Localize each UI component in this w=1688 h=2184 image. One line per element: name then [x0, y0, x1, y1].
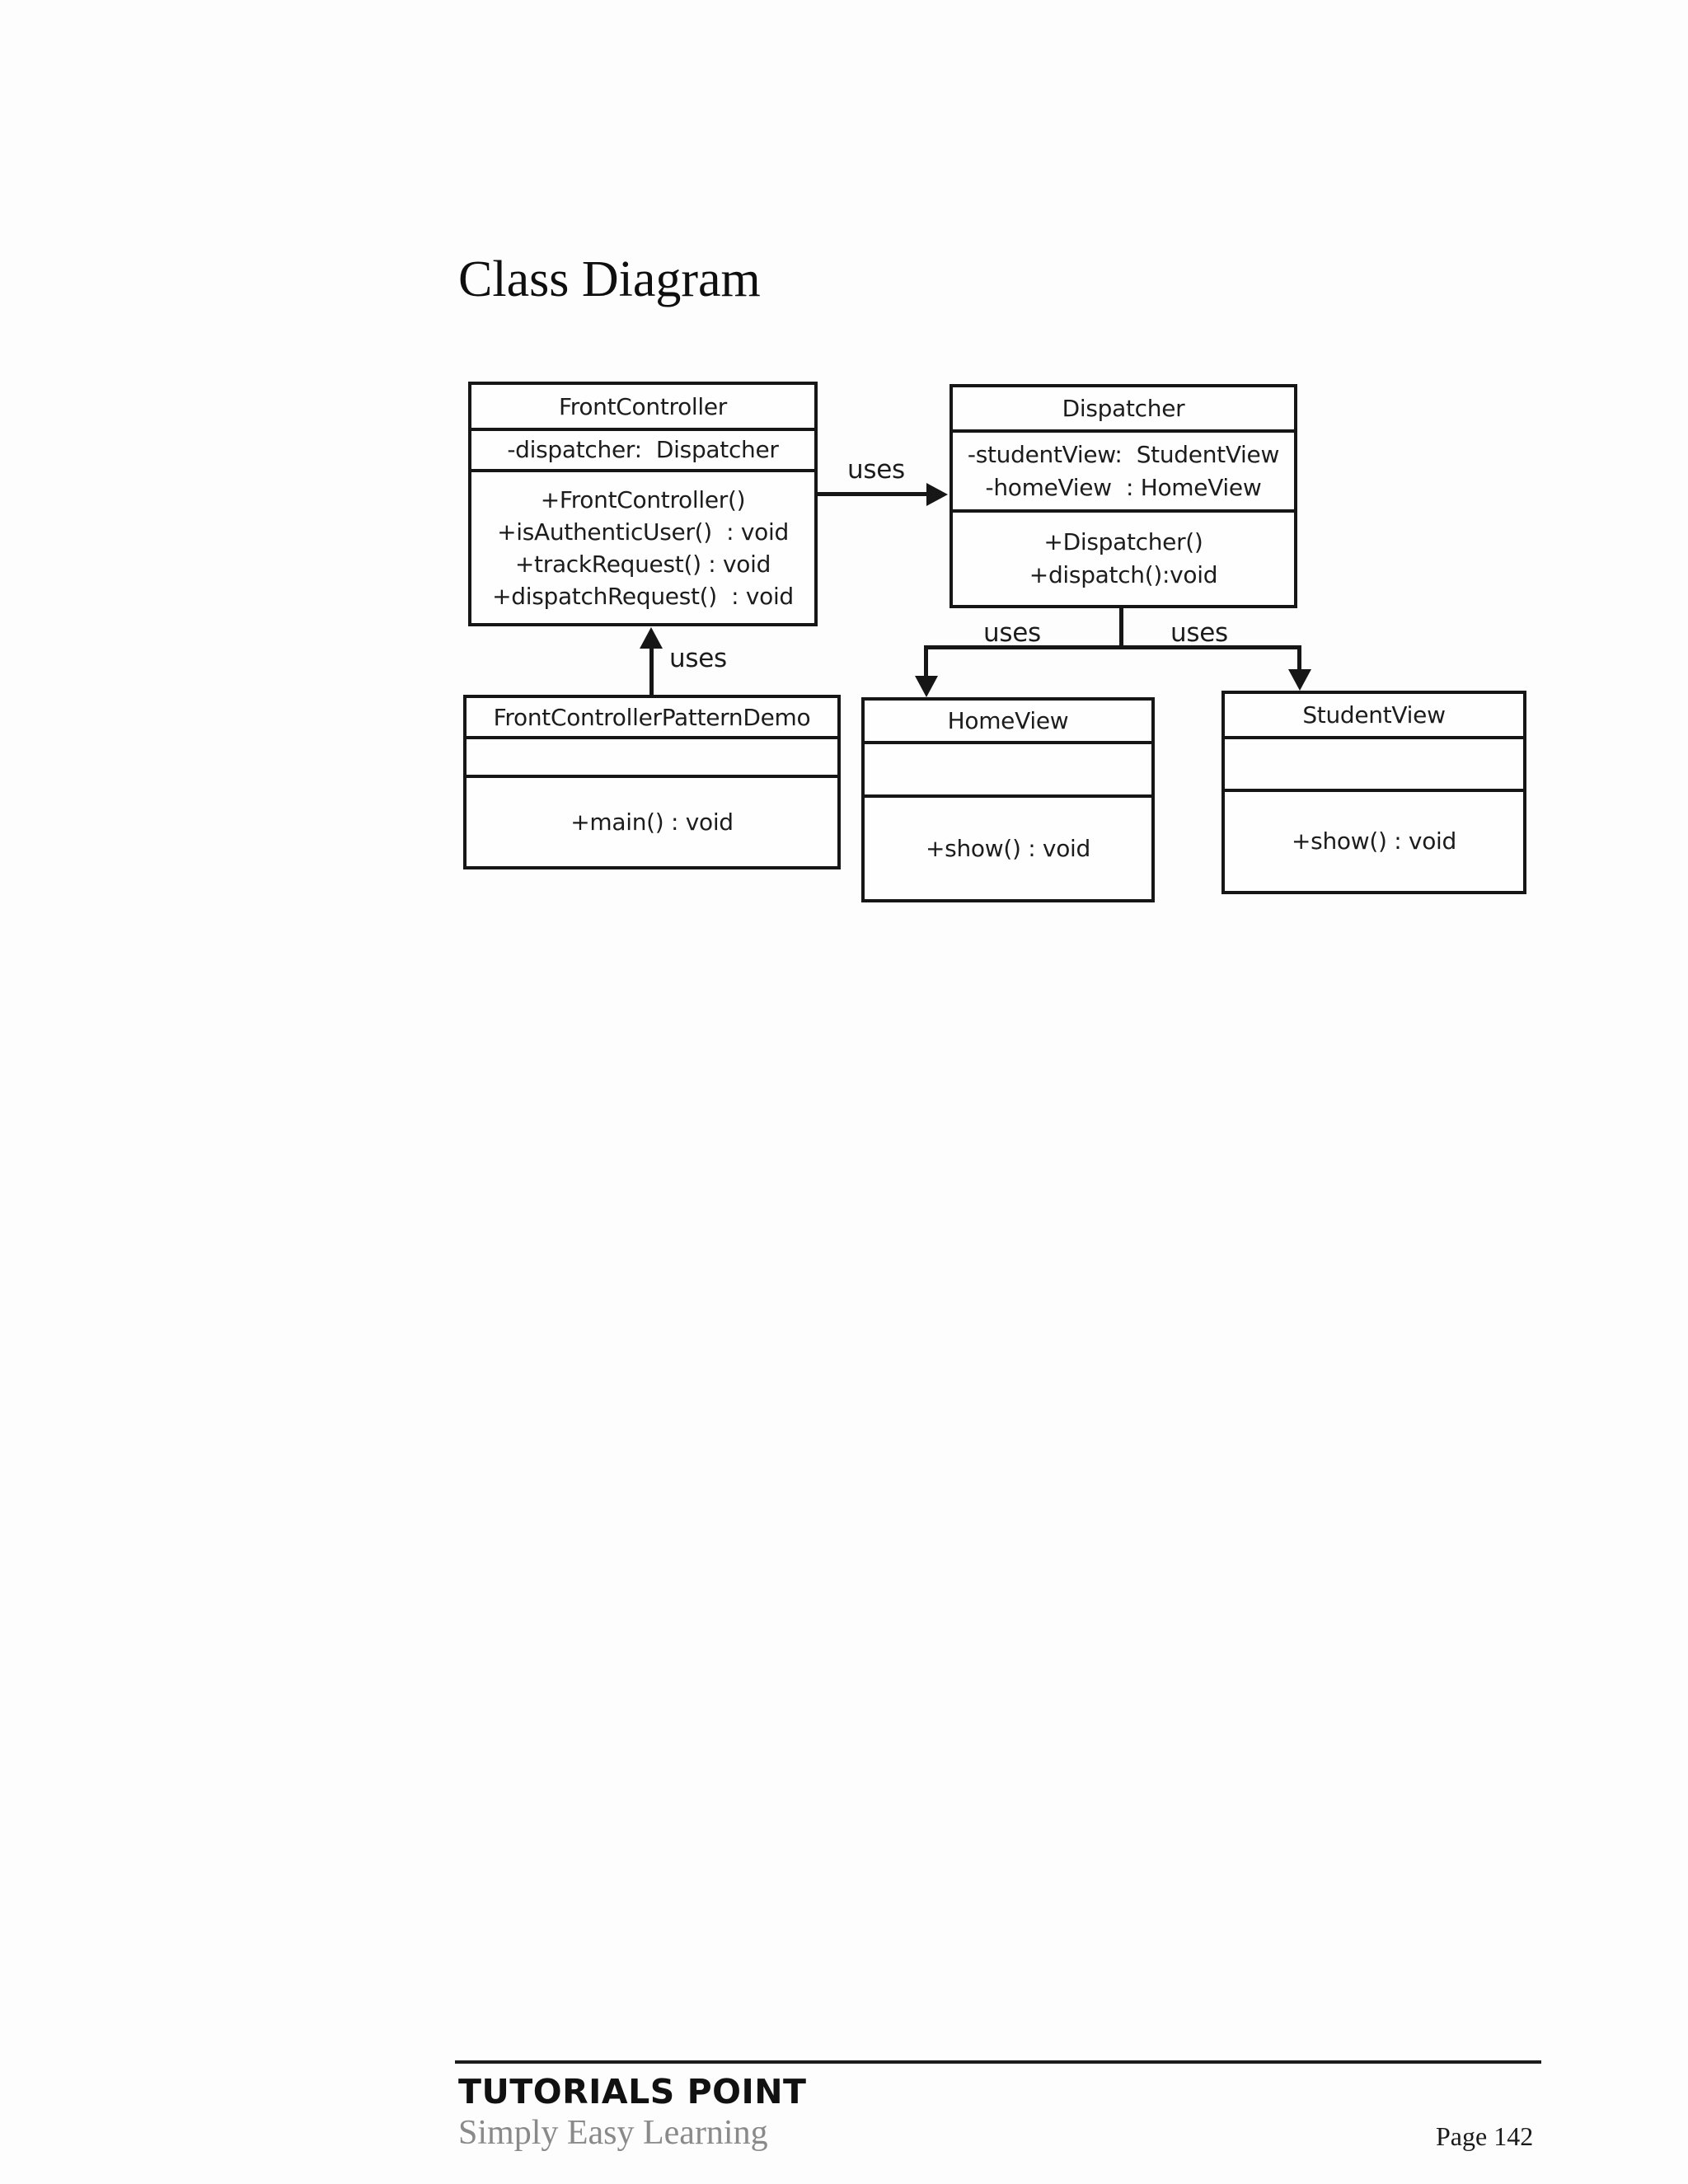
arrowhead-down-icon	[1288, 669, 1311, 691]
method-line: +dispatch():void	[1029, 561, 1218, 588]
attributes-compartment: -dispatcher: Dispatcher	[471, 431, 814, 472]
footer-divider	[455, 2060, 1541, 2064]
footer-brand: TUTORIALS POINT	[458, 2072, 807, 2111]
method-line: +Dispatcher()	[1043, 528, 1203, 555]
footer-page-number: Page 142	[1436, 2121, 1534, 2151]
connector-dispatcher-branch	[924, 645, 1301, 649]
methods-compartment: +show() : void	[1225, 792, 1523, 891]
class-name-label: StudentView	[1225, 694, 1523, 739]
page-title: Class Diagram	[458, 251, 761, 307]
attribute-line: -dispatcher: Dispatcher	[507, 436, 779, 463]
class-dispatcher: Dispatcher -studentView: StudentView -ho…	[950, 384, 1297, 608]
methods-compartment: +FrontController() +isAuthenticUser() : …	[471, 472, 814, 623]
attribute-line: -homeView : HomeView	[985, 473, 1262, 501]
class-home-view: HomeView +show() : void	[861, 697, 1155, 902]
class-name-label: HomeView	[865, 701, 1151, 744]
method-line: +FrontController()	[540, 485, 746, 513]
method-line: +isAuthenticUser() : void	[497, 518, 789, 546]
method-line: +show() : void	[926, 834, 1090, 862]
connector-frontcontroller-dispatcher	[818, 492, 931, 496]
methods-compartment: +main() : void	[467, 778, 837, 866]
attributes-compartment: -studentView: StudentView -homeView : Ho…	[953, 433, 1294, 513]
class-name-label: Dispatcher	[953, 387, 1294, 433]
class-name-label: FrontControllerPatternDemo	[467, 698, 837, 739]
class-student-view: StudentView +show() : void	[1221, 691, 1526, 894]
attributes-compartment	[865, 744, 1151, 798]
arrowhead-up-icon	[640, 627, 663, 649]
method-line: +show() : void	[1292, 827, 1456, 855]
class-name-label: FrontController	[471, 385, 814, 431]
methods-compartment: +Dispatcher() +dispatch():void	[953, 513, 1294, 605]
connector-demo-frontcontroller	[649, 645, 654, 695]
uses-label: uses	[669, 644, 727, 673]
method-line: +dispatchRequest() : void	[492, 582, 794, 610]
method-line: +trackRequest() : void	[514, 550, 771, 578]
connector-dispatcher-homeview	[924, 645, 928, 678]
attribute-line: -studentView: StudentView	[967, 440, 1280, 468]
class-front-controller: FrontController -dispatcher: Dispatcher …	[468, 382, 818, 626]
footer-tagline: Simply Easy Learning	[458, 2114, 768, 2152]
class-front-controller-pattern-demo: FrontControllerPatternDemo +main() : voi…	[463, 695, 841, 869]
arrowhead-down-icon	[915, 676, 938, 697]
uses-label: uses	[983, 618, 1041, 648]
attributes-compartment	[1225, 739, 1523, 792]
uses-label: uses	[847, 455, 905, 485]
methods-compartment: +show() : void	[865, 798, 1151, 899]
uses-label: uses	[1170, 618, 1228, 648]
attributes-compartment	[467, 739, 837, 778]
arrowhead-right-icon	[926, 483, 948, 506]
connector-dispatcher-studentview	[1297, 645, 1301, 672]
connector-dispatcher-stem	[1119, 607, 1123, 649]
method-line: +main() : void	[570, 808, 734, 836]
